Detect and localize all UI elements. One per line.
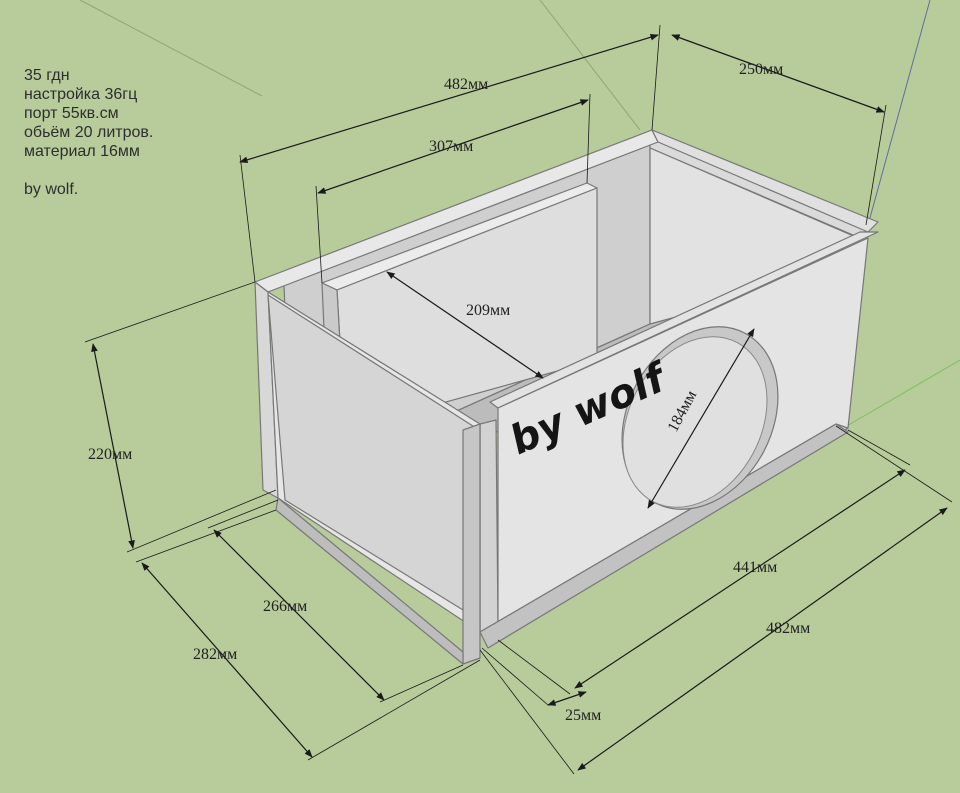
front-panel-top [489, 231, 879, 409]
dimension-lines [84, 24, 953, 775]
spec-notes: 35 гдн настройка 36гц порт 55кв.см обьём… [24, 66, 153, 199]
note-line: материал 16мм [24, 143, 140, 160]
note-signature: by wolf. [24, 181, 79, 198]
dim-port-width: 25мм [565, 707, 601, 724]
dim-top-length: 482мм [444, 76, 488, 93]
port-strip [479, 419, 499, 633]
dim-inner-depth: 266мм [263, 598, 307, 615]
note-line: порт 55кв.см [24, 105, 119, 122]
note-line: настройка 36гц [24, 86, 138, 103]
left-board-edge [462, 423, 481, 665]
dim-front-outer: 482мм [766, 620, 810, 637]
note-line: 35 гдн [24, 67, 70, 84]
note-gap [24, 161, 153, 180]
note-line: обьём 20 литров. [24, 124, 154, 141]
dim-partition-length: 307мм [429, 138, 473, 155]
dim-depth: 250мм [739, 61, 783, 78]
dim-front-inner: 441мм [733, 559, 777, 576]
dim-outer-depth: 282мм [193, 646, 237, 663]
dim-height: 220мм [88, 446, 132, 463]
dim-partition-depth: 209мм [466, 302, 510, 319]
